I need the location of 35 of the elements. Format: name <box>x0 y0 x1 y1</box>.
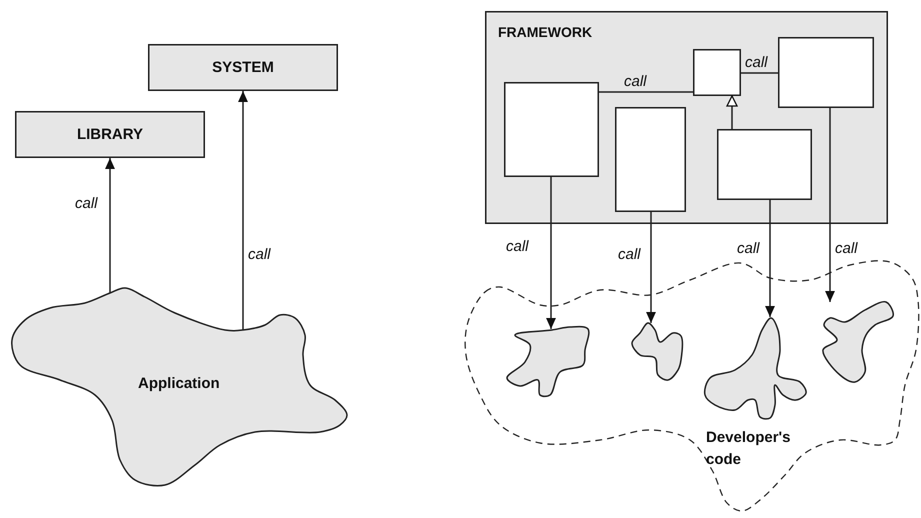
class-box <box>693 49 741 96</box>
code-blob <box>704 317 807 420</box>
arrow <box>238 91 248 330</box>
class-box <box>615 107 686 212</box>
system-box <box>148 44 338 91</box>
arrow <box>825 108 835 302</box>
arrow <box>765 200 775 317</box>
edge-label: call <box>737 240 760 257</box>
inheritance-arrow <box>726 95 738 129</box>
class-box <box>504 82 599 177</box>
arrow <box>546 177 556 329</box>
node-label: SYSTEM <box>211 58 275 76</box>
edge-label: call <box>506 238 529 255</box>
code-blob <box>631 322 684 381</box>
edge-label: call <box>248 246 271 263</box>
edge-label: call <box>745 54 768 71</box>
node-label: Developer's code <box>706 428 792 470</box>
node-label: Application <box>138 375 220 392</box>
class-box <box>778 37 874 108</box>
connector-line <box>599 91 693 93</box>
connector-line <box>741 72 778 74</box>
edge-label: call <box>624 73 647 90</box>
arrow <box>105 158 115 293</box>
code-blob <box>506 326 590 398</box>
library-box <box>15 111 205 158</box>
edge-label: call <box>835 240 858 257</box>
class-box <box>717 129 812 200</box>
node-label: FRAMEWORK <box>498 24 592 40</box>
edge-label: call <box>75 195 98 212</box>
dashed-cloud <box>464 260 920 512</box>
edge-label: call <box>618 246 641 263</box>
application-blob <box>11 287 348 486</box>
arrow <box>646 212 656 323</box>
node-label: LIBRARY <box>76 126 144 142</box>
code-blob <box>822 300 894 383</box>
